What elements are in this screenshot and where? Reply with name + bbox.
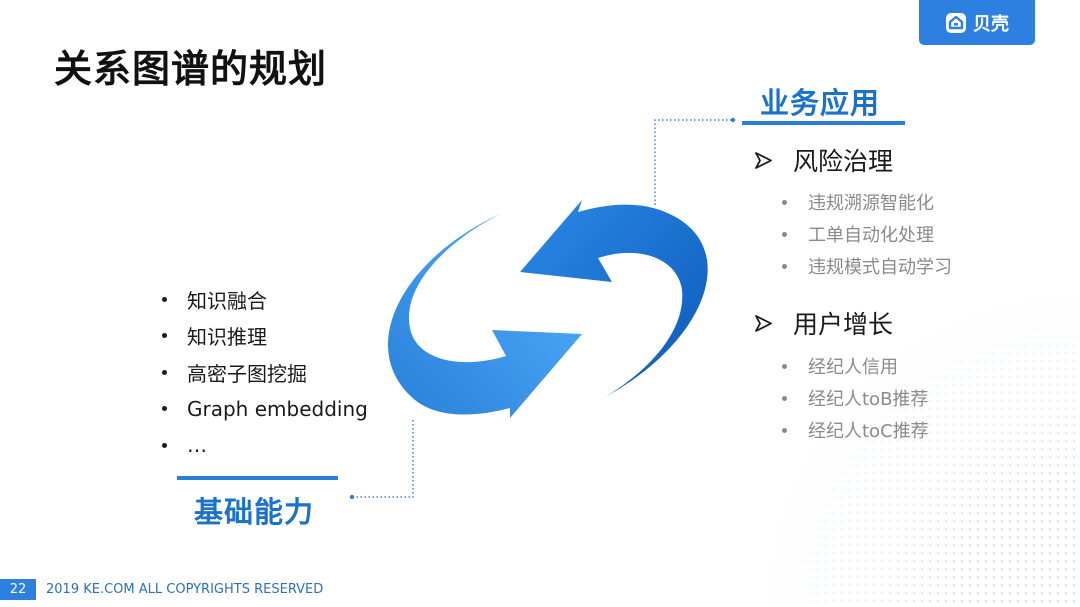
foundation-list: 知识融合 知识推理 高密子图挖掘 Graph embedding … — [162, 281, 368, 464]
list-item: 知识融合 — [162, 281, 368, 318]
list-item: 经纪人toC推荐 — [782, 414, 929, 446]
business-title: 业务应用 — [760, 86, 881, 120]
page-title: 关系图谱的规划 — [54, 47, 328, 91]
list-item-label: Graph embedding — [187, 396, 368, 421]
copyright-text: 2019 KE.COM ALL COPYRIGHTS RESERVED — [46, 581, 324, 597]
list-item: 经纪人信用 — [782, 350, 929, 382]
list-item: 经纪人toB推荐 — [782, 382, 929, 414]
list-item-label: 经纪人信用 — [808, 357, 898, 378]
risk-governance-list: 违规溯源智能化 工单自动化处理 违规模式自动学习 — [782, 186, 952, 282]
shell-logo-icon — [946, 12, 966, 33]
list-item: 工单自动化处理 — [782, 218, 952, 250]
list-item-label: 经纪人toB推荐 — [808, 389, 929, 410]
bullet-icon — [782, 231, 787, 237]
footer: 22 2019 KE.COM ALL COPYRIGHTS RESERVED — [0, 578, 323, 600]
list-item: 知识推理 — [162, 318, 368, 355]
bullet-icon — [162, 442, 167, 448]
group-user-growth: 用户增长 — [755, 305, 893, 341]
group-label: 风险治理 — [793, 147, 894, 176]
logo-text: 贝壳 — [973, 13, 1009, 35]
list-item-label: 违规溯源智能化 — [808, 193, 934, 214]
list-item: … — [162, 427, 368, 464]
list-item: 违规模式自动学习 — [782, 250, 952, 282]
business-title-underline — [742, 121, 905, 125]
lower-cycle-arrow — [387, 214, 582, 418]
arrow-bullet-icon — [755, 151, 772, 169]
arrow-bullet-icon — [755, 314, 772, 332]
bullet-icon — [162, 333, 167, 339]
user-growth-list: 经纪人信用 经纪人toB推荐 经纪人toC推荐 — [782, 350, 929, 446]
group-label: 用户增长 — [793, 310, 894, 339]
list-item-label: 知识融合 — [187, 288, 267, 313]
dot-pattern-background — [750, 277, 1080, 607]
bullet-icon — [162, 406, 167, 412]
list-item-label: 工单自动化处理 — [808, 225, 934, 246]
list-item: Graph embedding — [162, 391, 368, 428]
bullet-icon — [782, 363, 787, 369]
list-item-label: 违规模式自动学习 — [808, 257, 952, 278]
bullet-icon — [782, 263, 787, 269]
list-item-label: 经纪人toC推荐 — [808, 421, 929, 442]
foundation-title: 基础能力 — [194, 495, 315, 529]
cycle-arrows-icon — [387, 200, 708, 418]
bullet-icon — [162, 296, 167, 302]
bullet-icon — [782, 199, 787, 205]
page-number: 22 — [0, 578, 36, 600]
list-item: 高密子图挖掘 — [162, 354, 368, 391]
list-item-label: 高密子图挖掘 — [187, 361, 307, 386]
list-item: 违规溯源智能化 — [782, 186, 952, 218]
bullet-icon — [782, 427, 787, 433]
list-item-label: 知识推理 — [187, 325, 267, 350]
list-item-label: … — [187, 433, 207, 458]
logo-badge: 贝壳 — [919, 0, 1035, 45]
upper-cycle-arrow — [520, 200, 708, 397]
bullet-icon — [782, 395, 787, 401]
bullet-icon — [162, 369, 167, 375]
foundation-title-overline — [177, 476, 338, 480]
group-risk-governance: 风险治理 — [755, 142, 893, 178]
